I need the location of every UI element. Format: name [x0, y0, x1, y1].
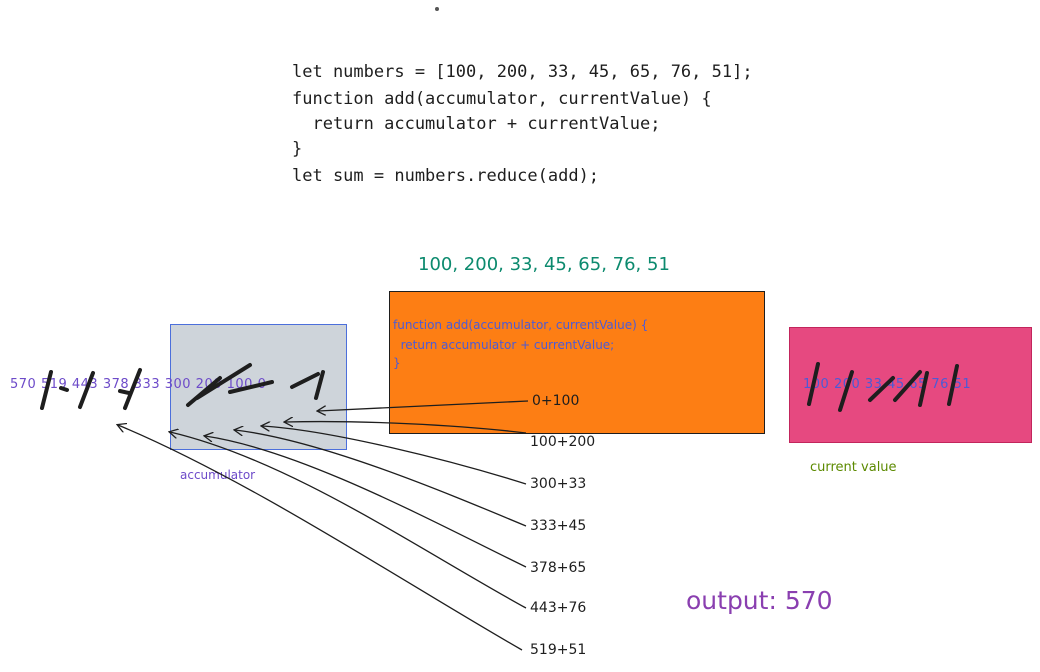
current-value-values: 100 200 33 45 65 76 51: [803, 377, 972, 392]
step-label: 333+45: [530, 518, 587, 534]
array-label: 100, 200, 33, 45, 65, 76, 51: [418, 254, 670, 275]
code-line: }: [292, 139, 303, 159]
function-box-line: }: [393, 356, 401, 370]
step-label: 519+51: [530, 642, 587, 658]
arrow-step-4: [205, 436, 527, 568]
step-label: 300+33: [530, 476, 587, 492]
step-label: 100+200: [530, 434, 596, 450]
arrow-step-5: [170, 432, 527, 609]
function-box-line: function add(accumulator, currentValue) …: [393, 318, 649, 332]
function-box: [389, 291, 765, 434]
step-label: 0+100: [532, 393, 580, 409]
arrow-step-6: [118, 425, 523, 651]
step-label: 443+76: [530, 600, 587, 616]
current-value-label: current value: [810, 460, 897, 475]
output-label: output: 570: [686, 586, 833, 615]
code-line: let sum = numbers.reduce(add);: [292, 166, 600, 186]
stray-dot: [435, 7, 439, 11]
code-line: return accumulator + currentValue;: [292, 114, 661, 134]
code-line: let numbers = [100, 200, 33, 45, 65, 76,…: [292, 62, 753, 82]
function-box-line: return accumulator + currentValue;: [393, 338, 615, 352]
step-label: 378+65: [530, 560, 587, 576]
accumulator-label: accumulator: [180, 468, 256, 482]
code-line: function add(accumulator, currentValue) …: [292, 89, 712, 109]
accumulator-values: 570 519 443 378 333 300 200 100 0: [10, 377, 267, 392]
